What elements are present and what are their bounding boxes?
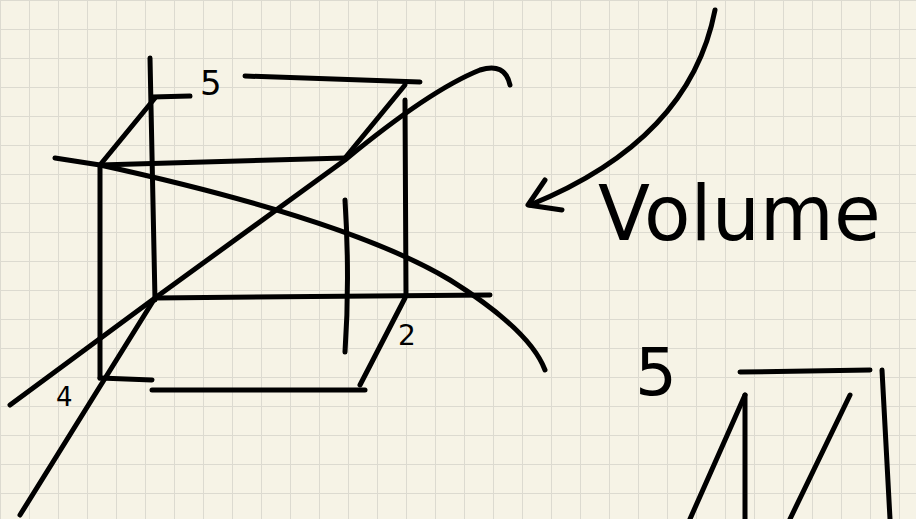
- axis-tick: [152, 96, 190, 97]
- box-edge: [245, 76, 420, 82]
- dimension-label: 5: [200, 66, 222, 100]
- box-edge: [152, 388, 365, 393]
- box-edge: [345, 200, 348, 352]
- curve-line: [100, 165, 545, 370]
- shape-edge: [740, 370, 870, 372]
- dimension-label: 2: [398, 322, 416, 350]
- arrow-head: [528, 180, 562, 210]
- box-edge: [98, 165, 103, 378]
- note-text: 5: [635, 340, 677, 406]
- dimension-label: 4: [56, 384, 73, 410]
- shape-edge: [882, 370, 890, 519]
- box-edge: [100, 98, 155, 165]
- box-edge: [155, 295, 490, 298]
- shape-edge: [690, 395, 745, 519]
- note-text: Volume: [598, 176, 881, 252]
- box-edge: [405, 100, 406, 295]
- box-edge: [20, 298, 155, 515]
- shape-edge: [790, 395, 850, 519]
- space-diagonal: [10, 68, 510, 405]
- shape-edge: [743, 395, 748, 519]
